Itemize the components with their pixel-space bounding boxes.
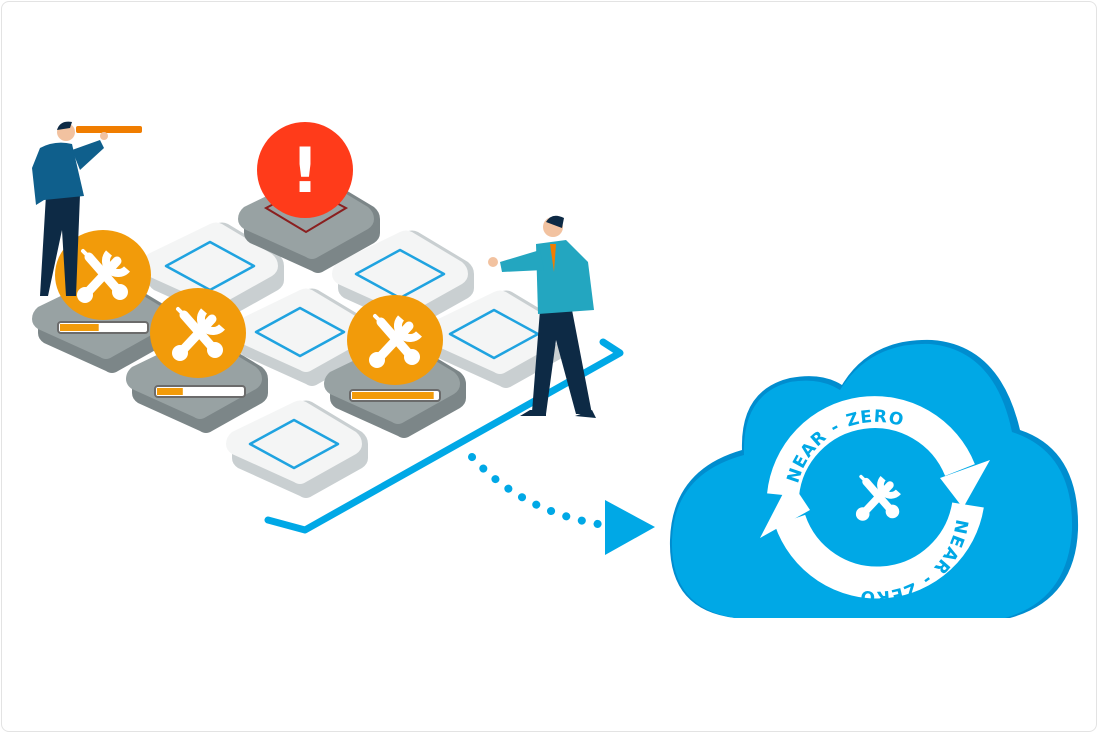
- alert-tile: !: [238, 122, 380, 273]
- person-pointing: [488, 215, 596, 418]
- alert-icon: [257, 122, 353, 218]
- maintenance-tile-1: [32, 230, 174, 373]
- progress-bar-fill: [157, 388, 183, 395]
- dotted-arrow-path: [468, 453, 602, 528]
- maintenance-tile-2: [126, 288, 268, 433]
- maintenance-tile-3: [324, 295, 466, 438]
- progress-bar-fill: [352, 392, 434, 399]
- cloud-icon: [669, 339, 1079, 618]
- alert-symbol: !: [291, 134, 319, 207]
- telescope-icon: [76, 126, 142, 133]
- person-with-telescope: [32, 121, 142, 296]
- tile-empty: [224, 399, 370, 500]
- arrow-head-icon: [605, 500, 655, 555]
- workflow-path: [264, 338, 624, 534]
- progress-bar-fill: [60, 324, 99, 331]
- cycle-arrows-icon: [760, 396, 990, 599]
